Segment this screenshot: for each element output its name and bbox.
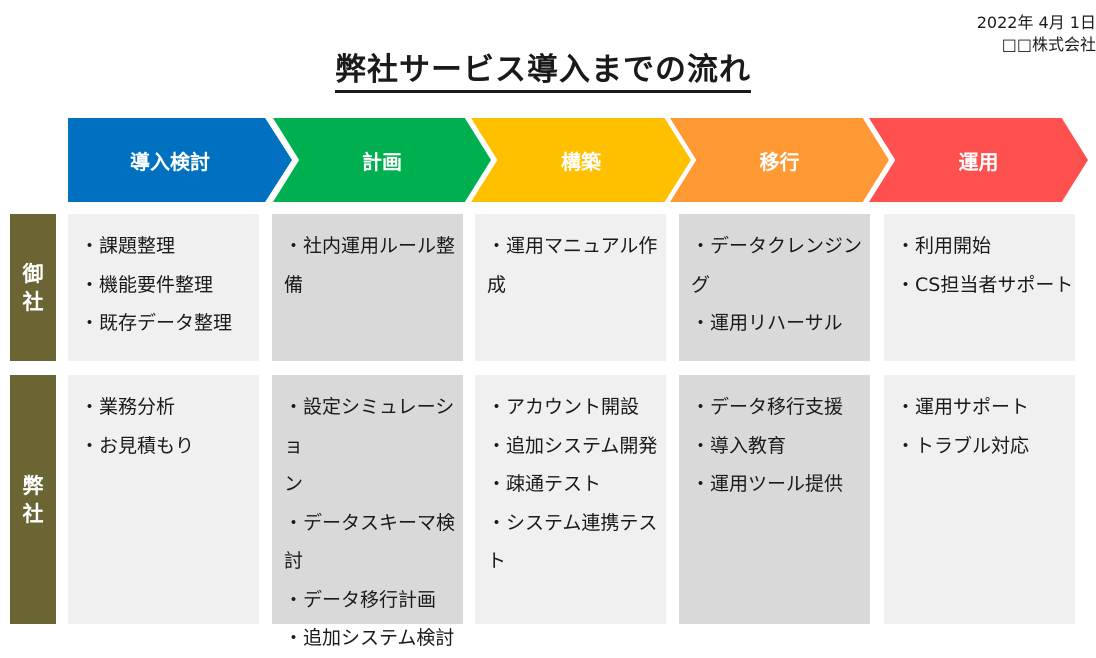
phase-arrow-4: 移行 [670, 118, 889, 202]
list-item: ・トラブル対応 [896, 434, 1030, 457]
phase-label-1: 導入検討 [130, 149, 210, 174]
phase-arrow-2: 計画 [273, 118, 491, 202]
row-label-vendor: 弊 社 [10, 375, 56, 624]
list-item: ・追加システム開発 [487, 434, 658, 457]
list-item: ・社内運用ルール整 [284, 235, 456, 257]
list-item: ・システム連携テスト [487, 511, 658, 573]
list-item: ・疎通テスト [487, 473, 602, 495]
list-item: ・導入教育 [691, 434, 787, 457]
list-item: ・既存データ整理 [80, 312, 233, 334]
list-item: ・データクレンジング [691, 235, 863, 296]
company-name: □□株式会社 [1001, 35, 1096, 54]
list-item: ・運用サポート [896, 396, 1030, 418]
phase-arrows: 導入検討 計画 構築 移行 運用 [68, 118, 1090, 202]
list-item: ・CS担当者サポート [896, 273, 1074, 296]
list-item: 備 [284, 273, 304, 296]
list-item: ・追加システム検討 [284, 627, 455, 649]
list-item: 成 [487, 273, 507, 296]
phase-arrow-5: 運用 [869, 118, 1088, 202]
page-title: 弊社サービス導入までの流れ [0, 44, 1086, 93]
cell-vendor-operate: ・運用サポート ・トラブル対応 [884, 375, 1075, 624]
cell-client-operate: ・利用開始 ・CS担当者サポート [884, 214, 1075, 361]
list-item: ・課題整理 [80, 235, 176, 257]
list-item: ・運用リハーサル [691, 312, 843, 334]
list-item: ・運用マニュアル作 [487, 235, 658, 257]
cell-client-plan: ・社内運用ルール整 備 [272, 214, 463, 361]
list-item: ・データスキーマ検討 [284, 511, 456, 573]
list-item: ン [284, 473, 304, 495]
row-label-client: 御 社 [10, 214, 56, 361]
list-item: ・設定シミュレーショ [284, 396, 455, 457]
list-item: ・データ移行支援 [691, 396, 844, 418]
cell-vendor-plan: ・設定シミュレーショ ン ・データスキーマ検討 ・データ移行計画 ・追加システム… [272, 375, 463, 649]
list-item: ・データ移行計画 [284, 588, 437, 611]
list-item: ・お見積もり [80, 434, 195, 457]
cell-vendor-build: ・アカウント開設 ・追加システム開発 ・疎通テスト ・システム連携テスト [475, 375, 666, 624]
phase-label-2: 計画 [362, 149, 402, 174]
phase-arrow-3: 構築 [471, 118, 691, 202]
cell-client-migrate: ・データクレンジング ・運用リハーサル [679, 214, 870, 361]
phase-label-3: 構築 [561, 149, 601, 174]
cell-vendor-review: ・業務分析 ・お見積もり [68, 375, 259, 624]
list-item: ・利用開始 [896, 235, 992, 257]
phase-arrow-1: 導入検討 [68, 118, 292, 202]
list-item: ・アカウント開設 [487, 396, 640, 418]
cell-vendor-migrate: ・データ移行支援 ・導入教育 ・運用ツール提供 [679, 375, 870, 624]
list-item: ・業務分析 [80, 396, 176, 418]
cell-client-build: ・運用マニュアル作 成 [475, 214, 666, 361]
list-item: ・運用ツール提供 [691, 473, 844, 495]
phase-label-5: 運用 [958, 149, 999, 174]
list-item: ・機能要件整理 [80, 273, 214, 296]
phase-label-4: 移行 [759, 149, 800, 174]
cell-client-review: ・課題整理 ・機能要件整理 ・既存データ整理 [68, 214, 259, 361]
page-title-text: 弊社サービス導入までの流れ [335, 52, 751, 93]
document-date: 2022年 4月 1日 [976, 13, 1096, 32]
header-meta: 2022年 4月 1日 □□株式会社 [977, 12, 1096, 56]
